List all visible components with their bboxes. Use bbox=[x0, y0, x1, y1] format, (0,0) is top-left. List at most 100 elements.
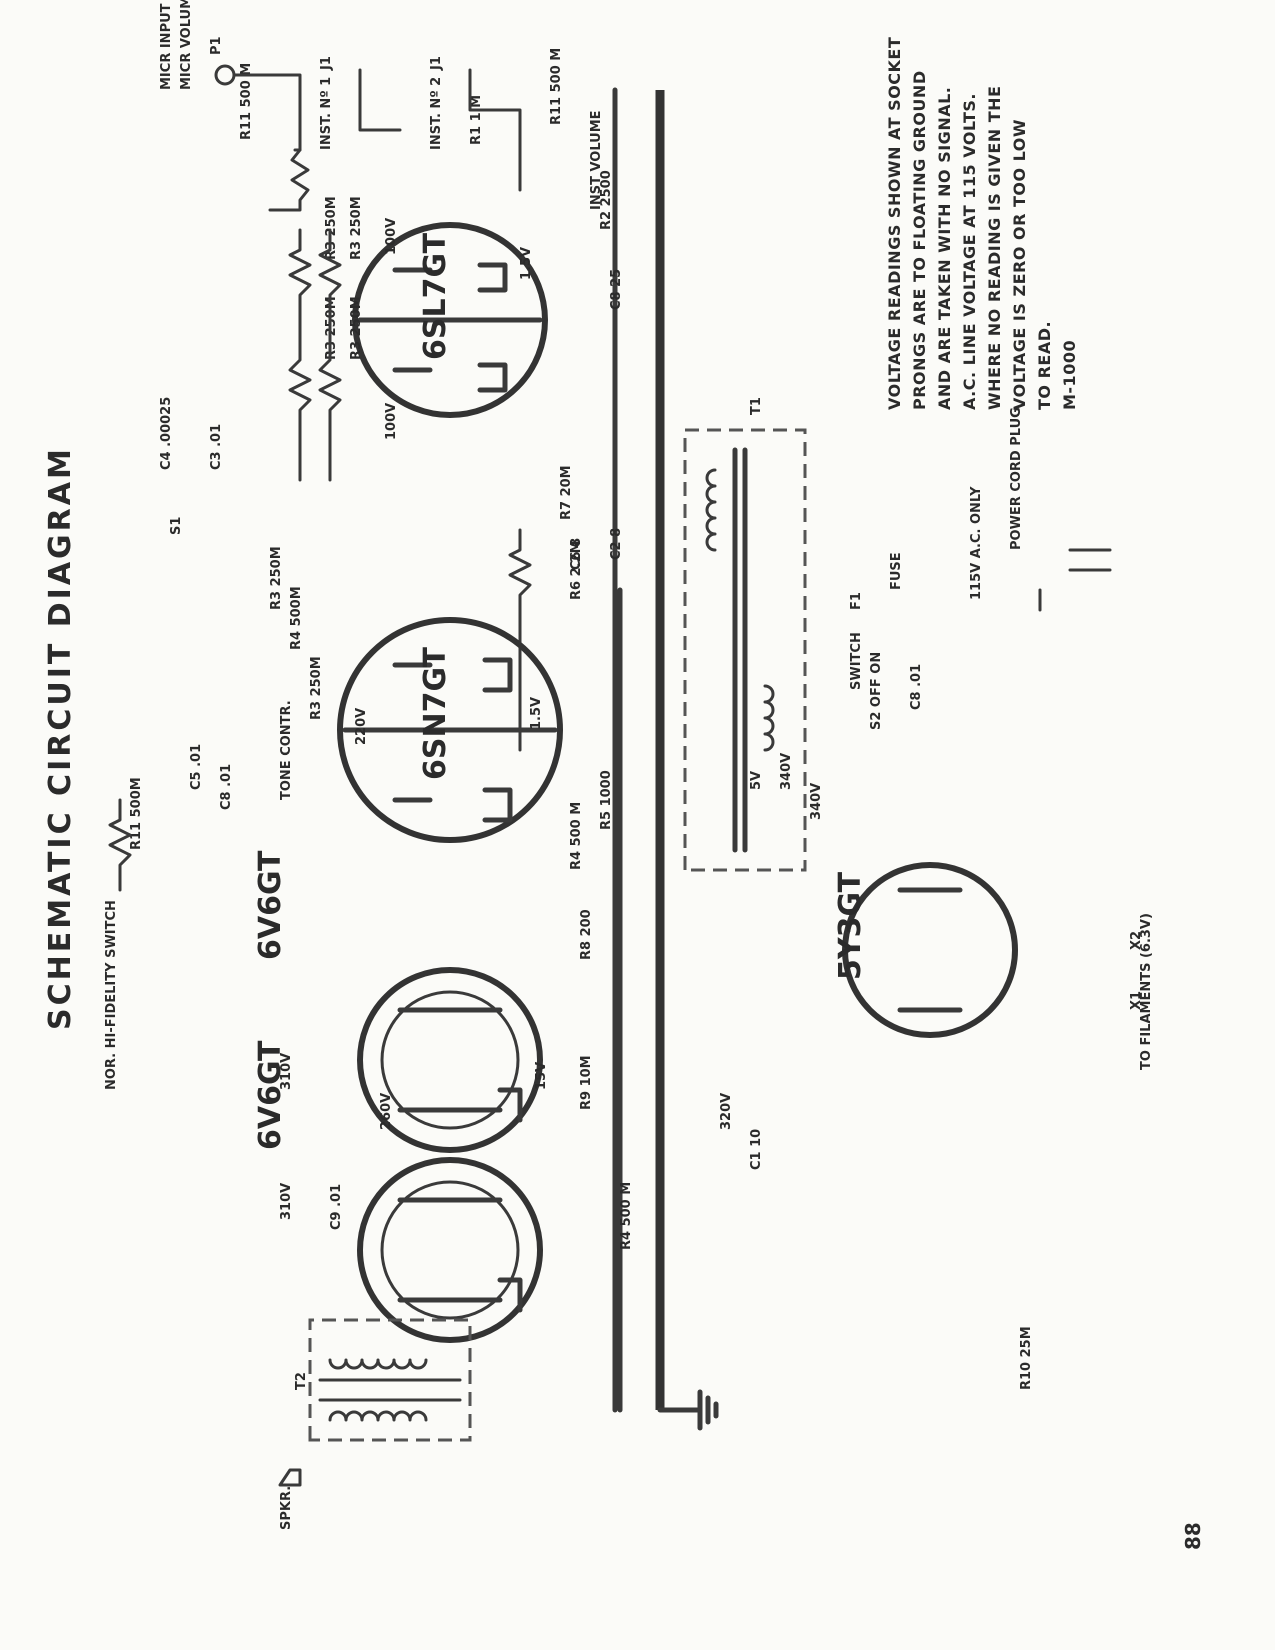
r2-label: R2 2500 bbox=[599, 170, 614, 230]
c8-label: C8 25 bbox=[609, 269, 624, 310]
spkr-label: SPKR. bbox=[279, 1486, 294, 1530]
r11-inst-label: R11 500 M bbox=[549, 48, 564, 125]
voltage-notes: VOLTAGE READINGS SHOWN AT SOCKET PRONGS … bbox=[885, 37, 1079, 410]
tube-5y3gt: 5Y3GT bbox=[833, 862, 1018, 1038]
tone-control-label: TONE CONTR. bbox=[279, 700, 294, 800]
hv-b-voltage: 340V bbox=[809, 783, 824, 820]
v1-p5-voltage: 100V bbox=[384, 403, 399, 440]
micr-input-label: MICR INPUT bbox=[159, 3, 174, 90]
tube-label-5y3gt: 5Y3GT bbox=[833, 871, 868, 980]
tone-section: R4 500M R3 250M R3 250M C5 .01 C8 .01 R1… bbox=[108, 540, 614, 892]
r3c-label: R3 250M bbox=[324, 196, 339, 260]
r6-label: R6 2.2M bbox=[569, 540, 584, 600]
b-plus-voltage: 320V bbox=[719, 1093, 734, 1130]
page-number: 88 bbox=[1181, 1522, 1205, 1550]
v1-p2-voltage: 100V bbox=[384, 218, 399, 255]
switch-label: NOR. HI-FIDELITY SWITCH bbox=[104, 900, 119, 1090]
inst-2-wire bbox=[468, 68, 522, 192]
c6-label: C6 8 bbox=[569, 538, 584, 570]
x1-label: X1 bbox=[1129, 991, 1144, 1010]
r5-label: R5 1000 bbox=[599, 770, 614, 830]
r11-tone-label: R11 500M bbox=[129, 777, 144, 850]
coupling-section: C3 .01 C4 .00025 S1 C2 8 C6 8 R7 20M bbox=[159, 397, 624, 752]
line-section: F1 FUSE SWITCH S2 OFF ON C8 .01 115V A.C… bbox=[849, 407, 1154, 1390]
input-section: P1 MICR INPUT MICR VOLUME R11 500 M INST… bbox=[159, 0, 604, 212]
r7-label: R7 20M bbox=[559, 465, 574, 520]
j1-a-label: J1 bbox=[319, 56, 334, 71]
c2-label: C2 8 bbox=[609, 528, 624, 560]
switch-pos-label: S2 OFF ON bbox=[869, 652, 884, 730]
t1-label: T1 bbox=[749, 397, 764, 415]
c5-label: C5 .01 bbox=[189, 744, 204, 790]
v3-g2-voltage: 260V bbox=[379, 1093, 394, 1130]
x2-label: X2 bbox=[1129, 931, 1144, 950]
inst-1-label: INST. Nº 1 bbox=[319, 77, 334, 150]
p1-label: P1 bbox=[209, 36, 224, 55]
v3-k-voltage: 15V bbox=[534, 1062, 549, 1090]
plug-icon bbox=[1038, 548, 1112, 612]
tube-label-6v6gt-2: 6V6GT bbox=[253, 1040, 288, 1150]
r11-micr-label: R11 500 M bbox=[239, 63, 254, 140]
note-line-1: VOLTAGE READINGS SHOWN AT SOCKET bbox=[885, 37, 904, 410]
v3-p-voltage: 310V bbox=[279, 1053, 294, 1090]
5v-label: 5V bbox=[749, 771, 764, 790]
t2-label: T2 bbox=[294, 1372, 309, 1390]
resistor-bank-v1: R3 250M R3 250M R3 250M R3 250M R2 2500 … bbox=[288, 170, 624, 482]
micr-volume-label: MICR VOLUME bbox=[179, 0, 194, 90]
r11-micr-resistor bbox=[232, 73, 310, 212]
c3-label: C3 .01 bbox=[209, 424, 224, 470]
r3a-label: R3 250M bbox=[349, 196, 364, 260]
r4b-label: R4 500 M bbox=[569, 802, 584, 870]
f1-label: F1 bbox=[849, 592, 864, 610]
r3f-label: R3 250M bbox=[309, 656, 324, 720]
c9-label: C9 .01 bbox=[329, 1184, 344, 1230]
speaker-icon bbox=[278, 1468, 302, 1487]
inst-volume-label: INST VOLUME bbox=[589, 110, 604, 210]
hv-a-voltage: 340V bbox=[779, 753, 794, 790]
tube-label-6sn7gt: 6SN7GT bbox=[418, 646, 453, 780]
tube-label-6v6gt-1: 6V6GT bbox=[253, 850, 288, 960]
note-line-8: M-1000 bbox=[1060, 340, 1079, 410]
r3b-label: R3 250M bbox=[349, 296, 364, 360]
r1-label: R1 1 M bbox=[469, 95, 484, 145]
v2-p2-voltage: 220V bbox=[354, 708, 369, 745]
note-line-4: A.C. LINE VOLTAGE AT 115 VOLTS. bbox=[960, 93, 979, 410]
note-line-3: AND ARE TAKEN WITH NO SIGNAL. bbox=[935, 87, 954, 410]
c8b-label: C8 .01 bbox=[219, 764, 234, 810]
power-stage-resistors: R4 500 M R8 200 R9 10M R4 500 M C1 10 32… bbox=[569, 802, 764, 1250]
c1-label: C1 10 bbox=[749, 1129, 764, 1170]
power-transformer: T1 340V 340V 5V bbox=[683, 397, 824, 872]
tube-6v6gt-2: 6V6GT 310V C9 .01 bbox=[253, 1040, 543, 1343]
tube-label-6sl7gt: 6SL7GT bbox=[418, 232, 453, 360]
tube-6sl7gt: 6SL7GT 100V 100V 1.5V bbox=[352, 218, 548, 440]
inst-2-label: INST. Nº 2 bbox=[429, 77, 444, 150]
filaments-label: TO FILAMENTS (6.3V) bbox=[1139, 913, 1154, 1070]
power-plug-label: POWER CORD PLUG bbox=[1009, 407, 1024, 550]
v4-p-voltage: 310V bbox=[279, 1183, 294, 1220]
tube-6sn7gt: 6SN7GT 220V 1.5V bbox=[337, 617, 563, 843]
fuse-label: FUSE bbox=[889, 552, 904, 590]
ac-note: 115V A.C. ONLY bbox=[969, 486, 984, 600]
c4-label: C4 .00025 bbox=[159, 397, 174, 470]
note-line-7: TO READ. bbox=[1035, 321, 1054, 410]
output-transformer: T2 SPKR. bbox=[278, 1318, 472, 1530]
ground-symbol-bottom bbox=[657, 1389, 719, 1431]
c8c-label: C8 .01 bbox=[909, 664, 924, 710]
v1-k-voltage: 1.5V bbox=[519, 247, 534, 280]
r3e-label: R3 250M bbox=[269, 546, 284, 610]
tube-6v6gt-1: 6V6GT 310V 260V 15V bbox=[253, 850, 549, 1153]
r9-label: R9 10M bbox=[579, 1055, 594, 1110]
j1-b-label: J1 bbox=[429, 56, 444, 71]
r4a-label: R4 500M bbox=[289, 586, 304, 650]
diagram-title: SCHEMATIC CIRCUIT DIAGRAM bbox=[43, 446, 78, 1030]
v2-k-voltage: 1.5V bbox=[529, 697, 544, 730]
note-line-5: WHERE NO READING IS GIVEN THE bbox=[985, 86, 1004, 410]
s1-label: S1 bbox=[169, 517, 184, 535]
r10-label: R10 25M bbox=[1019, 1326, 1034, 1390]
p1-jack-icon bbox=[214, 64, 236, 86]
r4c-label: R4 500 M bbox=[619, 1182, 634, 1250]
note-line-6: VOLTAGE IS ZERO OR TOO LOW bbox=[1010, 119, 1029, 410]
